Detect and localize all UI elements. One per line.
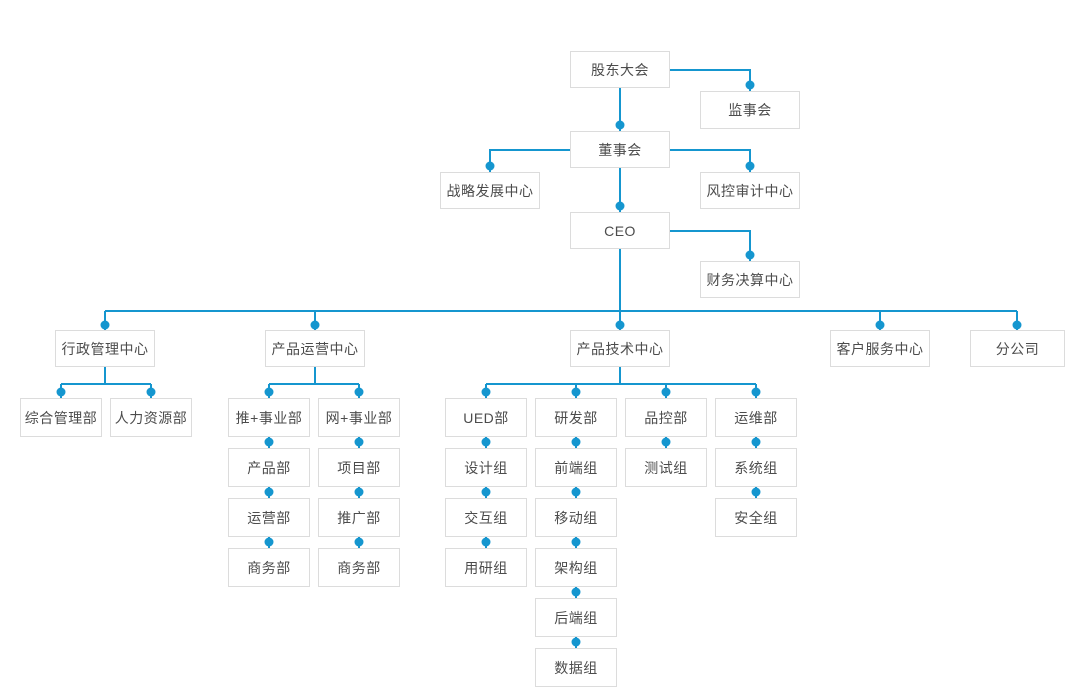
connector-dot <box>100 320 110 330</box>
org-node-project-dept: 项目部 <box>318 448 400 487</box>
connector-dot <box>751 387 761 397</box>
connector-dot <box>571 637 581 647</box>
org-node-design-team: 设计组 <box>445 448 527 487</box>
org-node-operations-maintenance-dept: 运维部 <box>715 398 797 437</box>
connector-dot <box>745 80 755 90</box>
org-node-system-team: 系统组 <box>715 448 797 487</box>
connector-dot <box>745 161 755 171</box>
org-node-product-technology-center: 产品技术中心 <box>570 330 670 367</box>
connector-line <box>670 149 751 172</box>
connector-dot <box>571 387 581 397</box>
org-node-supervisory-board: 监事会 <box>700 91 800 129</box>
connector-line <box>489 149 570 172</box>
org-node-general-management-dept: 综合管理部 <box>20 398 102 437</box>
org-node-customer-service-center: 客户服务中心 <box>830 330 930 367</box>
connector-dot <box>571 437 581 447</box>
connector-dot <box>264 487 274 497</box>
org-node-frontend-team: 前端组 <box>535 448 617 487</box>
org-node-strategy-development-center: 战略发展中心 <box>440 172 540 209</box>
connector-dot <box>1012 320 1022 330</box>
connector-dot <box>264 437 274 447</box>
connector-dot <box>354 387 364 397</box>
connector-dot <box>481 437 491 447</box>
connector-dot <box>354 437 364 447</box>
connector-dot <box>661 437 671 447</box>
org-node-mobile-team: 移动组 <box>535 498 617 537</box>
connector-line <box>670 69 751 91</box>
org-node-ceo: CEO <box>570 212 670 249</box>
connector-dot <box>146 387 156 397</box>
connector-dot <box>615 320 625 330</box>
org-node-security-team: 安全组 <box>715 498 797 537</box>
connector-dot <box>615 201 625 211</box>
connector-dot <box>751 487 761 497</box>
connector-dot <box>571 487 581 497</box>
connector-dot <box>571 587 581 597</box>
org-node-tui-plus-business-dept: 推+事业部 <box>228 398 310 437</box>
connector-dot <box>745 250 755 260</box>
connector-dot <box>875 320 885 330</box>
org-node-finance-settlement-center: 财务决算中心 <box>700 261 800 298</box>
org-node-user-research-team: 用研组 <box>445 548 527 587</box>
org-node-human-resources-dept: 人力资源部 <box>110 398 192 437</box>
connector-dot <box>56 387 66 397</box>
org-node-rd-dept: 研发部 <box>535 398 617 437</box>
connector-line <box>670 230 751 261</box>
connector-dot <box>481 537 491 547</box>
org-node-ued-dept: UED部 <box>445 398 527 437</box>
org-node-admin-management-center: 行政管理中心 <box>55 330 155 367</box>
org-node-operation-dept: 运营部 <box>228 498 310 537</box>
connector-dot <box>751 437 761 447</box>
connector-dot <box>615 120 625 130</box>
org-node-board-of-directors: 董事会 <box>570 131 670 168</box>
org-node-business-dept-wang: 商务部 <box>318 548 400 587</box>
org-node-shareholders-meeting: 股东大会 <box>570 51 670 88</box>
connector-dot <box>264 537 274 547</box>
org-node-business-dept-tui: 商务部 <box>228 548 310 587</box>
connector-dot <box>354 487 364 497</box>
org-node-data-team: 数据组 <box>535 648 617 687</box>
org-node-wang-plus-business-dept: 网+事业部 <box>318 398 400 437</box>
connector-dot <box>485 161 495 171</box>
connector-dot <box>481 387 491 397</box>
connector-dot <box>354 537 364 547</box>
connector-dot <box>310 320 320 330</box>
org-node-backend-team: 后端组 <box>535 598 617 637</box>
org-node-product-dept: 产品部 <box>228 448 310 487</box>
org-node-quality-control-dept: 品控部 <box>625 398 707 437</box>
org-node-risk-audit-center: 风控审计中心 <box>700 172 800 209</box>
org-node-interaction-team: 交互组 <box>445 498 527 537</box>
org-node-testing-team: 测试组 <box>625 448 707 487</box>
org-node-product-operation-center: 产品运营中心 <box>265 330 365 367</box>
org-node-branch-company: 分公司 <box>970 330 1065 367</box>
connector-dot <box>571 537 581 547</box>
connector-dot <box>481 487 491 497</box>
connector-dot <box>661 387 671 397</box>
org-node-architecture-team: 架构组 <box>535 548 617 587</box>
org-node-promotion-dept: 推广部 <box>318 498 400 537</box>
connector-dot <box>264 387 274 397</box>
